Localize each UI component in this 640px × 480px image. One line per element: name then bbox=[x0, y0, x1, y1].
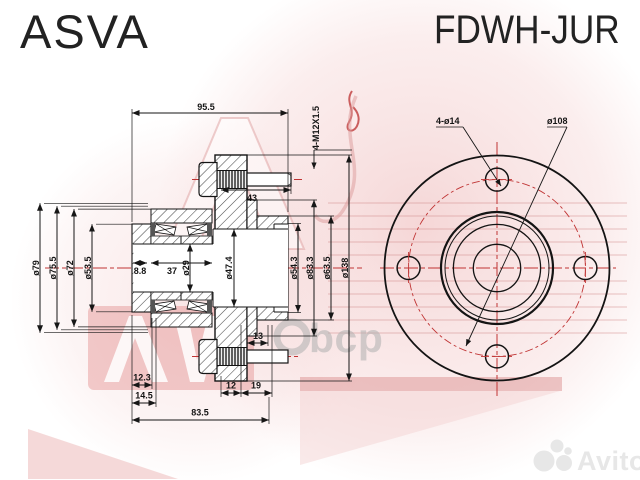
label-bolt-circle: ø108 bbox=[547, 116, 568, 126]
dim-dia-right-2: ø54.3 bbox=[289, 256, 299, 279]
dim-dia-left-4: ø53.5 bbox=[83, 256, 93, 279]
brand-logo-text: ASVA bbox=[20, 5, 150, 58]
dim-bottom-1: 12.3 bbox=[133, 373, 151, 383]
dim-dia-right-3: ø83.3 bbox=[305, 256, 315, 279]
avito-watermark: Avito bbox=[533, 439, 640, 476]
abcp-logo-icon bbox=[273, 318, 311, 356]
dim-overall-width: 95.5 bbox=[197, 102, 215, 112]
dim-dia-right-4: ø63.5 bbox=[322, 256, 332, 279]
dim-bottom-4: 19 bbox=[251, 381, 261, 391]
wheel-stud-top bbox=[198, 161, 292, 198]
dim-stud-thread: 4-M12X1.5 bbox=[311, 106, 321, 150]
avito-logo-icon bbox=[533, 439, 572, 472]
abcp-watermark-text: bcp bbox=[309, 315, 383, 361]
dim-dia-right-5: ø138 bbox=[340, 258, 350, 279]
technical-drawing: 95.5 4-M12X1.5 43 ø79 ø75.5 ø72 ø53.5 bbox=[31, 102, 616, 424]
dim-bearing-width: 37 bbox=[167, 266, 177, 276]
label-bolt-holes: 4-ø14 bbox=[436, 116, 460, 126]
dim-dia-left-2: ø75.5 bbox=[48, 256, 58, 279]
dim-bottom-2: 14.5 bbox=[135, 391, 153, 401]
dim-dia-left-1: ø79 bbox=[31, 260, 41, 276]
abcp-watermark: bcp bbox=[273, 315, 383, 361]
dim-bottom-3: 12 bbox=[226, 381, 236, 391]
section-view: 95.5 4-M12X1.5 43 ø79 ø75.5 ø72 ø53.5 bbox=[31, 102, 362, 424]
dim-spacer-width: 8.8 bbox=[134, 266, 147, 276]
part-number-text: FDWH-JUR bbox=[434, 8, 620, 52]
dim-dia-right-1: ø47.4 bbox=[224, 256, 234, 279]
dim-stud-length: 43 bbox=[247, 193, 257, 203]
wheel-stud-bottom bbox=[198, 338, 289, 375]
dim-boss-width: 13 bbox=[253, 331, 263, 341]
dim-bottom-5: 83.5 bbox=[191, 408, 209, 418]
front-view: 4-ø14 ø108 bbox=[380, 116, 616, 397]
avito-watermark-text: Avito bbox=[577, 446, 640, 476]
bearing-section bbox=[150, 208, 213, 328]
dim-dia-left-3: ø72 bbox=[65, 260, 75, 276]
dim-dia-bore: ø29 bbox=[181, 260, 191, 276]
